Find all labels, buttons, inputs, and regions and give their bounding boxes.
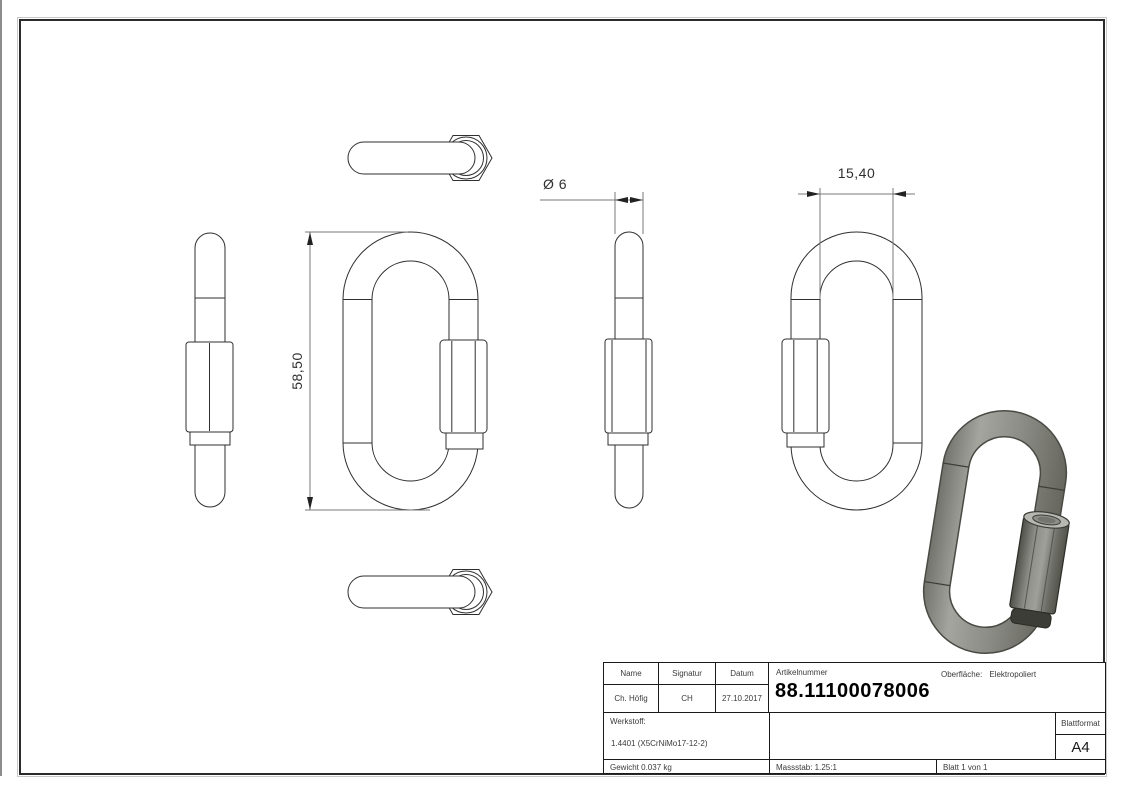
- link-body-top: [347, 141, 476, 175]
- nut-3d-facet: [1023, 519, 1039, 609]
- dimension-rod-diameter: [540, 192, 644, 234]
- back-view-nut: [781, 338, 830, 448]
- blatt-cell: Blatt 1 von 1: [936, 759, 1106, 774]
- empty-cell: [769, 712, 1056, 760]
- werkstoff-cell: Werkstoff: 1.4401 (X5CrNiMo17-12-2): [603, 712, 770, 760]
- dimension-overall-height: [305, 231, 430, 511]
- oberflaeche-label: Oberfläche:: [941, 670, 983, 679]
- ring-inner: [819, 260, 894, 482]
- arrowhead-left: [615, 197, 628, 203]
- nut-collar: [445, 432, 484, 450]
- arrowhead-right: [630, 197, 643, 203]
- top-view: [347, 135, 493, 181]
- narrow-side-view: [604, 231, 653, 509]
- werkstoff-label: Werkstoff:: [610, 717, 646, 726]
- blattformat-value-cell: A4: [1055, 734, 1106, 760]
- arrowhead-left: [893, 191, 906, 197]
- blattformat-label-cell: Blattformat: [1055, 712, 1106, 735]
- hex-nut: [781, 338, 830, 434]
- bottom-view: [347, 569, 493, 615]
- artikelnummer-label: Artikelnummer: [776, 668, 828, 677]
- left-side-view: [185, 232, 234, 508]
- gewicht-value: Gewicht 0.037 kg: [610, 763, 672, 772]
- arrowhead-down: [307, 497, 313, 510]
- nut-3d-collar: [1010, 607, 1052, 629]
- signatur-header-cell: Signatur: [658, 662, 716, 685]
- name-value-cell: Ch. Höfig: [603, 684, 659, 713]
- ring-inner: [371, 260, 450, 482]
- hex-nut: [439, 339, 488, 434]
- title-block: Name Signatur Datum Ch. Höfig CH 27.10.2…: [603, 662, 1106, 774]
- dimension-text-width: 15,40: [837, 165, 876, 181]
- blatt-value: Blatt 1 von 1: [943, 763, 988, 772]
- massstab-cell: Massstab: 1.25:1: [769, 759, 937, 774]
- nut-3d-rod-hole: [1037, 516, 1056, 524]
- artikelnummer-cell: Artikelnummer Oberfläche:Elektropoliert …: [768, 662, 1106, 713]
- isometric-3d-view: [922, 409, 1070, 655]
- oberflaeche-value: Elektropoliert: [989, 670, 1037, 679]
- arrowhead-right: [807, 191, 820, 197]
- datum-value-cell: 27.10.2017: [715, 684, 769, 713]
- dimension-text-diameter: Ø 6: [543, 176, 568, 192]
- sleeve-collar: [189, 431, 231, 446]
- drawing-border-frame: [17, 17, 1107, 777]
- gewicht-cell: Gewicht 0.037 kg: [603, 759, 770, 774]
- werkstoff-value: 1.4401 (X5CrNiMo17-12-2): [611, 739, 708, 748]
- signatur-value-cell: CH: [658, 684, 716, 713]
- blattformat-value: A4: [1071, 738, 1090, 756]
- sleeve-collar: [607, 432, 649, 446]
- dimension-text-height: 58,50: [289, 352, 305, 390]
- massstab-value: Massstab: 1.25:1: [776, 763, 837, 772]
- datum-header-cell: Datum: [715, 662, 769, 685]
- front-view: [342, 231, 488, 511]
- dimension-inner-width: [798, 188, 915, 299]
- seam-line: [943, 462, 969, 468]
- seam-line: [924, 580, 951, 587]
- nut-collar: [786, 432, 825, 448]
- arrowhead-up: [307, 232, 313, 245]
- artikelnummer-value: 88.11100078006: [775, 680, 930, 702]
- oberflaeche-field: Oberfläche: Elektropoliert: [941, 670, 1043, 679]
- window-left-edge: [0, 0, 2, 776]
- seam-line: [1038, 485, 1065, 491]
- nut-3d-facet: [1040, 522, 1056, 612]
- name-header-cell: Name: [603, 662, 659, 685]
- link-body-bottom: [347, 575, 476, 609]
- drawing-views-canvas: [185, 135, 1070, 655]
